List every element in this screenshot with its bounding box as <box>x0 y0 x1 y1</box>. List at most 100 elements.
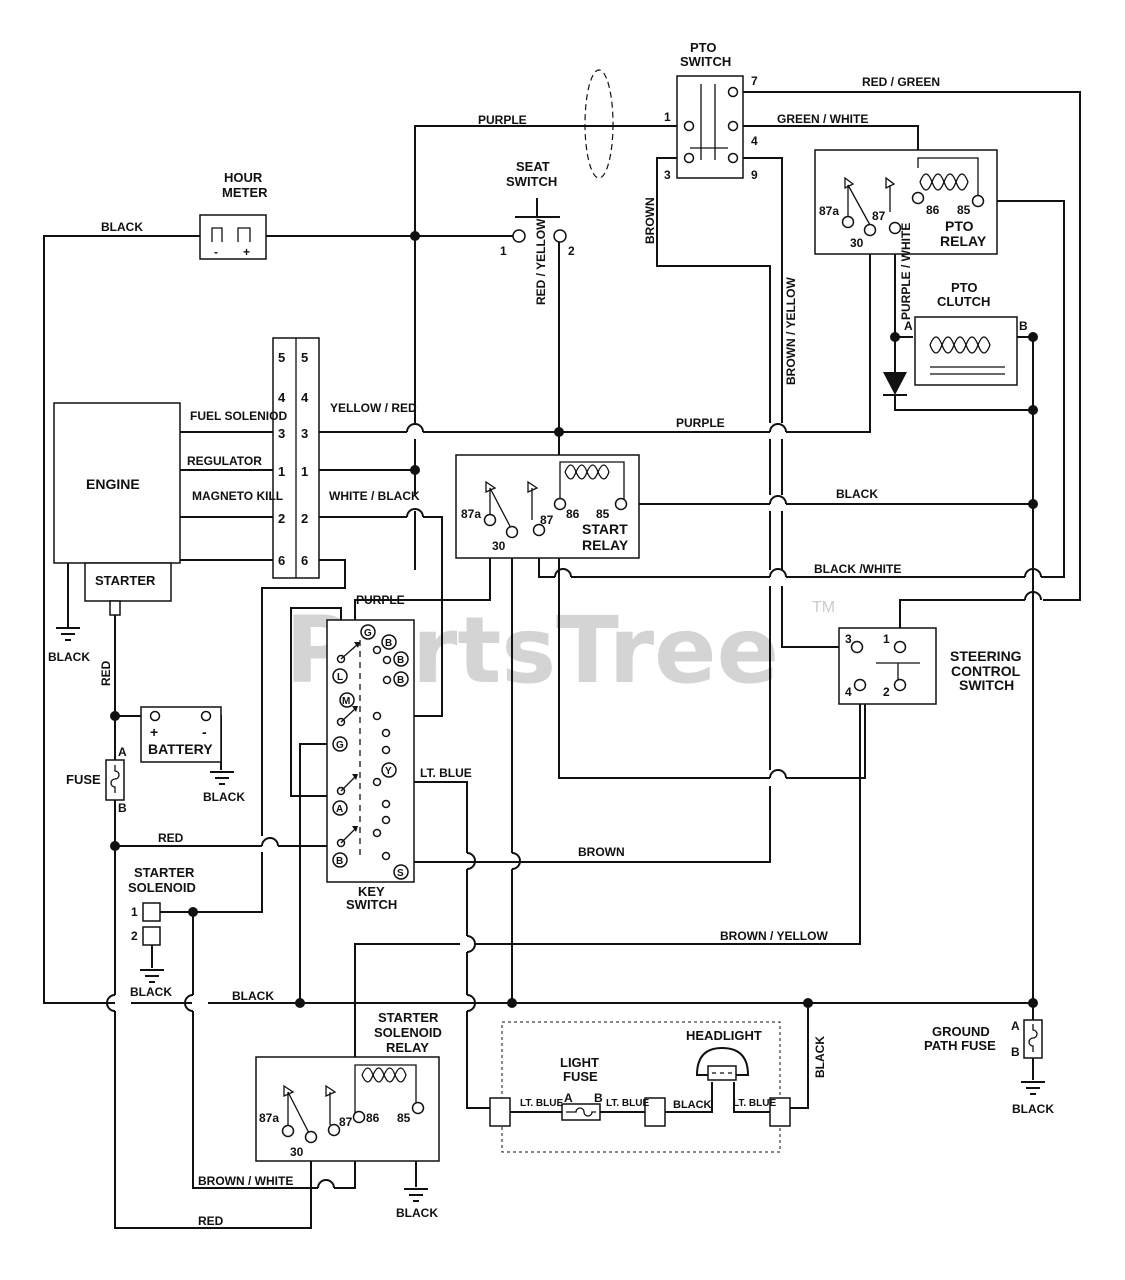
svg-text:BROWN: BROWN <box>578 845 625 859</box>
svg-text:BATTERY: BATTERY <box>148 741 213 757</box>
harness-marker <box>584 69 614 179</box>
svg-text:85: 85 <box>397 1111 411 1125</box>
pto-relay: 87a 30 87 86 85 PTO RELAY <box>814 149 998 255</box>
svg-text:BLACK: BLACK <box>203 790 245 804</box>
svg-text:LT. BLUE: LT. BLUE <box>733 1098 776 1109</box>
svg-text:STARTER: STARTER <box>95 573 156 588</box>
svg-text:1: 1 <box>500 244 507 258</box>
svg-text:BROWN: BROWN <box>643 197 657 244</box>
svg-text:3: 3 <box>301 426 308 441</box>
svg-text:SEAT: SEAT <box>516 159 550 174</box>
svg-text:87: 87 <box>540 513 554 527</box>
svg-text:87: 87 <box>339 1115 353 1129</box>
svg-text:B: B <box>594 1091 603 1105</box>
svg-text:M: M <box>342 696 350 707</box>
svg-text:87a: 87a <box>461 507 481 521</box>
svg-text:MAGNETO KILL: MAGNETO KILL <box>192 489 283 503</box>
headlight-harness: HEADLIGHT LIGHT FUSE A B <box>489 1021 791 1153</box>
svg-text:4: 4 <box>301 390 309 405</box>
svg-text:30: 30 <box>492 539 506 553</box>
svg-text:CLUTCH: CLUTCH <box>937 294 990 309</box>
svg-text:BLACK: BLACK <box>130 985 172 999</box>
svg-text:2: 2 <box>278 511 285 526</box>
svg-text:START: START <box>582 521 628 537</box>
svg-text:B: B <box>1011 1045 1020 1059</box>
svg-text:FUEL SOLENIOD: FUEL SOLENIOD <box>190 409 287 423</box>
svg-text:1: 1 <box>278 464 285 479</box>
svg-text:-: - <box>214 245 218 259</box>
svg-text:YELLOW / RED: YELLOW / RED <box>330 401 417 415</box>
svg-text:RED: RED <box>158 831 184 845</box>
svg-text:9: 9 <box>751 168 758 182</box>
svg-text:RELAY: RELAY <box>940 233 987 249</box>
svg-text:B: B <box>118 801 127 815</box>
wire-labels: RED / GREEN PURPLE GREEN / WHITE BROWN B… <box>48 75 1054 1228</box>
ground-icon-relay <box>404 1188 428 1202</box>
svg-text:GROUND: GROUND <box>932 1024 990 1039</box>
engine: ENGINE STARTER <box>53 402 181 616</box>
svg-text:PTO: PTO <box>690 40 717 55</box>
svg-text:BLACK /WHITE: BLACK /WHITE <box>814 562 901 576</box>
svg-text:LT. BLUE: LT. BLUE <box>420 766 472 780</box>
svg-text:HOUR: HOUR <box>224 170 263 185</box>
svg-text:LT. BLUE: LT. BLUE <box>520 1098 563 1109</box>
svg-text:1: 1 <box>131 905 138 919</box>
svg-text:5: 5 <box>301 350 308 365</box>
svg-text:87a: 87a <box>259 1111 279 1125</box>
svg-text:BLACK: BLACK <box>101 220 143 234</box>
svg-text:BLACK: BLACK <box>673 1099 712 1111</box>
svg-text:METER: METER <box>222 185 268 200</box>
svg-text:A: A <box>904 319 913 333</box>
svg-text:G: G <box>336 740 344 751</box>
svg-text:BLACK: BLACK <box>1012 1102 1054 1116</box>
svg-text:BLACK: BLACK <box>836 487 878 501</box>
svg-text:BROWN / YELLOW: BROWN / YELLOW <box>784 277 798 385</box>
svg-text:2: 2 <box>301 511 308 526</box>
svg-text:PURPLE: PURPLE <box>676 416 725 430</box>
svg-text:SOLENOID: SOLENOID <box>374 1025 442 1040</box>
svg-text:7: 7 <box>751 74 758 88</box>
svg-text:S: S <box>397 868 404 879</box>
svg-text:BLACK: BLACK <box>232 989 274 1003</box>
svg-text:1: 1 <box>664 110 671 124</box>
svg-text:SWITCH: SWITCH <box>959 677 1014 693</box>
svg-text:85: 85 <box>596 507 610 521</box>
svg-text:-: - <box>202 724 207 740</box>
svg-text:3: 3 <box>845 632 852 646</box>
key-switch: G B B B L M G Y A B S KEY SWITCH <box>326 619 415 912</box>
svg-text:2: 2 <box>568 244 575 258</box>
ground-icon-solenoid <box>140 969 164 983</box>
svg-text:87: 87 <box>872 209 886 223</box>
svg-text:+: + <box>243 245 250 259</box>
svg-text:PTO: PTO <box>945 218 974 234</box>
wires <box>43 91 1081 1229</box>
svg-text:3: 3 <box>664 168 671 182</box>
svg-text:BLACK: BLACK <box>813 1036 827 1078</box>
seat-switch: SEAT SWITCH 1 2 <box>500 159 575 258</box>
svg-text:PTO: PTO <box>951 280 978 295</box>
svg-text:HEADLIGHT: HEADLIGHT <box>686 1028 762 1043</box>
svg-text:STARTER: STARTER <box>134 865 195 880</box>
fuse: FUSE A B <box>66 745 127 815</box>
svg-text:6: 6 <box>278 553 285 568</box>
svg-text:FUSE: FUSE <box>563 1069 598 1084</box>
svg-text:3: 3 <box>278 426 285 441</box>
svg-text:REGULATOR: REGULATOR <box>187 454 262 468</box>
svg-text:L: L <box>337 672 343 683</box>
ground-path-fuse: GROUND PATH FUSE A B <box>924 1019 1045 1095</box>
svg-text:WHITE / BLACK: WHITE / BLACK <box>329 489 420 503</box>
svg-text:A: A <box>336 804 343 815</box>
steering-control-switch: 3 1 4 2 STEERING CONTROL SWITCH <box>838 627 1022 705</box>
svg-text:30: 30 <box>850 236 864 250</box>
svg-text:2: 2 <box>883 685 890 699</box>
watermark-tm: TM <box>812 599 835 616</box>
svg-text:BLACK: BLACK <box>48 650 90 664</box>
battery: + - BATTERY <box>140 706 222 763</box>
svg-text:6: 6 <box>301 553 308 568</box>
svg-text:B: B <box>1019 319 1028 333</box>
svg-text:4: 4 <box>278 390 286 405</box>
svg-text:B: B <box>397 675 404 686</box>
svg-text:2: 2 <box>131 929 138 943</box>
pto-switch: PTO SWITCH 1 7 4 3 9 <box>664 40 758 182</box>
svg-text:B: B <box>397 655 404 666</box>
